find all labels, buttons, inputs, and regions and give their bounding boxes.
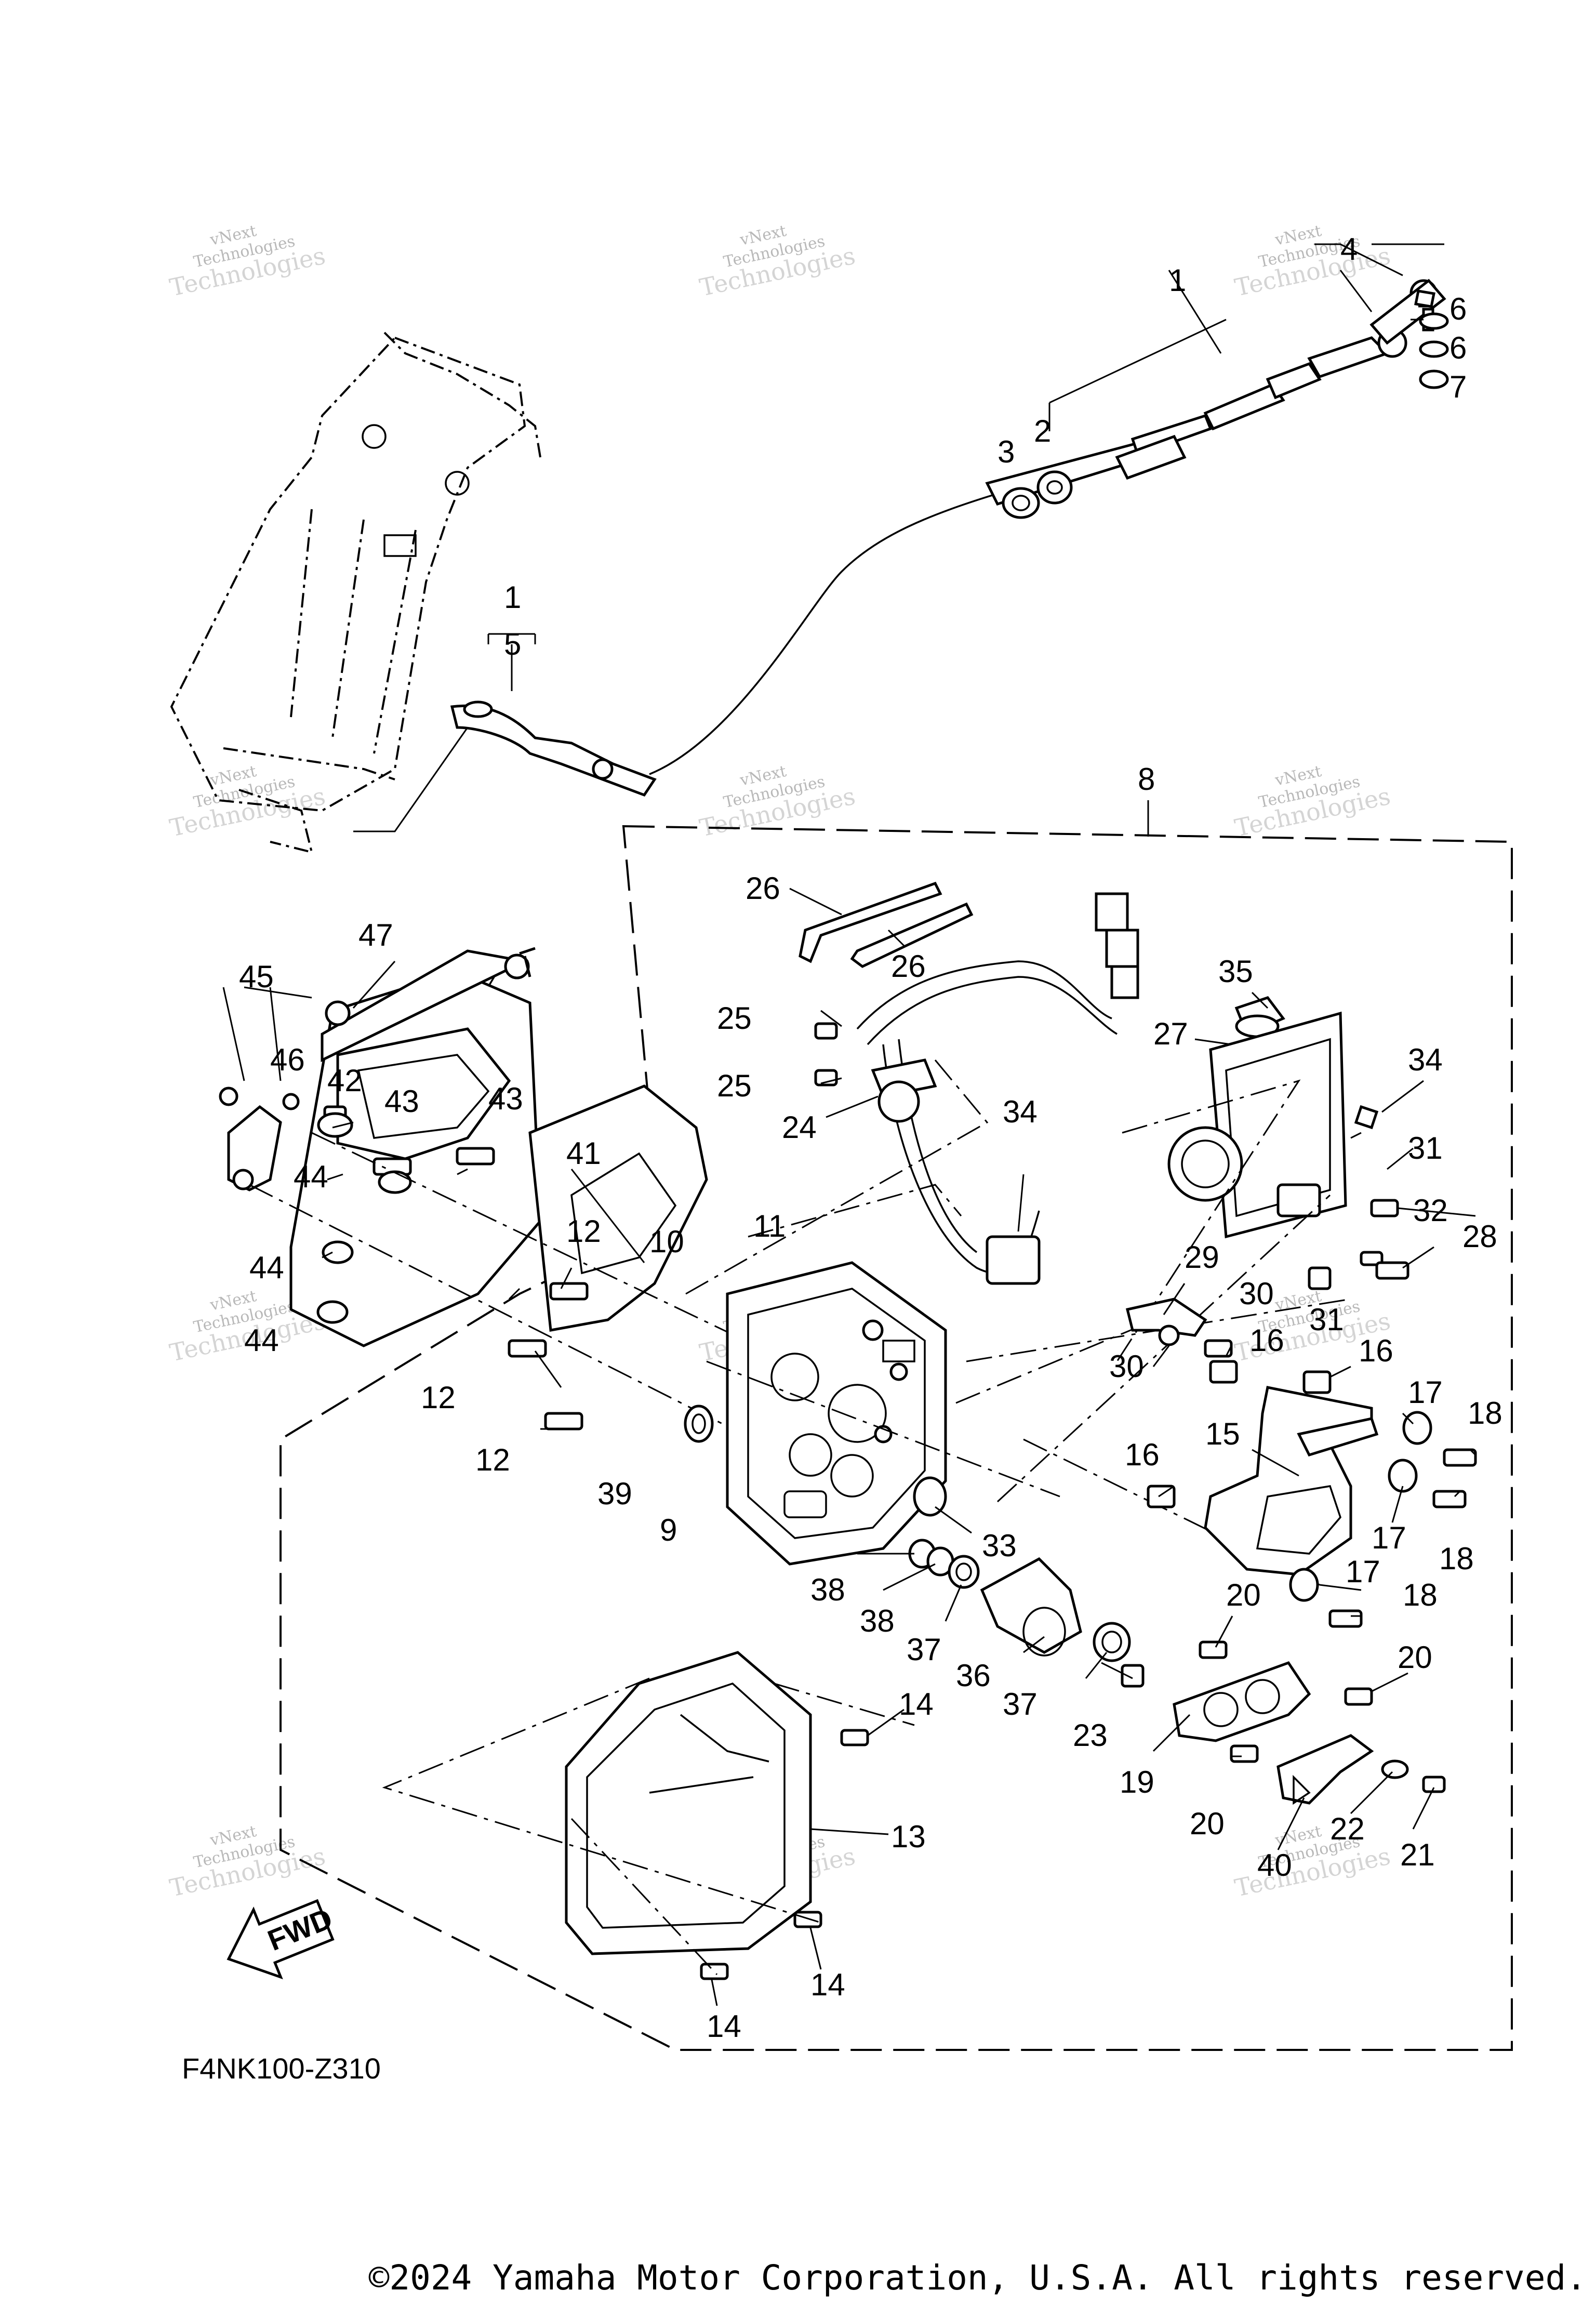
assembly-boundary	[280, 825, 1513, 2051]
callout: 33	[982, 1528, 1017, 1563]
watermark: vNext Technologies Technologies	[1232, 762, 1393, 842]
callout: 40	[1257, 1848, 1292, 1883]
callout: 17	[1372, 1520, 1406, 1555]
callout: 42	[327, 1063, 362, 1098]
middle-leader-lines	[685, 888, 1424, 1586]
callout: 16	[1249, 1323, 1284, 1358]
upper-leader-lines	[353, 243, 1444, 832]
callout: 37	[1003, 1687, 1038, 1722]
callout: 16	[1359, 1333, 1393, 1368]
callout: 27	[1153, 1016, 1188, 1051]
right-leader-lines	[857, 1132, 1477, 1850]
callout: 44	[249, 1250, 284, 1285]
callout: 15	[1205, 1416, 1240, 1451]
gear-group	[684, 1405, 1145, 1688]
bracket-group	[219, 947, 708, 1431]
housing	[726, 1261, 947, 1566]
callout: 31	[1309, 1302, 1344, 1337]
callout: 43	[488, 1081, 523, 1116]
callout: 11	[753, 1209, 786, 1243]
callout: 22	[1330, 1811, 1365, 1846]
callout: 46	[270, 1042, 305, 1077]
callout: 26	[891, 949, 926, 984]
callout: 30	[1109, 1349, 1144, 1384]
callout: 12	[475, 1442, 510, 1477]
callout: 38	[860, 1604, 895, 1638]
callout: 23	[1073, 1718, 1108, 1753]
callout: 29	[1185, 1240, 1219, 1275]
callout: 6	[1449, 330, 1467, 365]
watermark: vNext Technologies Technologies	[167, 222, 328, 302]
forward-arrow: FWD	[227, 1899, 337, 1980]
callout: 37	[907, 1632, 941, 1667]
watermark: vNext Technologies Technologies	[167, 762, 328, 842]
drawing-code: F4NK100-Z310	[182, 2052, 381, 2085]
callout: 3	[998, 434, 1015, 469]
watermark: vNext Technologies Technologies	[1232, 222, 1393, 302]
callout: 12	[566, 1214, 601, 1249]
callout: 39	[597, 1476, 632, 1511]
callout: 7	[1449, 369, 1467, 404]
callout: 19	[1120, 1765, 1154, 1799]
callout: 20	[1226, 1578, 1261, 1612]
callout: 2	[1034, 414, 1051, 448]
steering-column-phantom	[170, 332, 541, 854]
callout: 45	[239, 959, 274, 994]
callout: 14	[899, 1687, 934, 1722]
callout: 10	[649, 1224, 684, 1259]
callout: 1	[1169, 263, 1186, 298]
callout: 16	[1125, 1437, 1160, 1472]
callout: 17	[1408, 1375, 1443, 1410]
callout: 41	[566, 1136, 601, 1171]
callout: 25	[717, 1068, 752, 1103]
callout: 18	[1439, 1541, 1474, 1576]
callout: 43	[384, 1084, 419, 1119]
callout: 4	[1340, 232, 1358, 267]
steering-cable	[450, 279, 1446, 797]
callout: 25	[717, 1001, 752, 1036]
callout: 32	[1413, 1193, 1448, 1228]
watermark: vNext Technologies Technologies	[167, 1822, 328, 1902]
callout: 34	[1408, 1042, 1443, 1077]
callout: 13	[891, 1819, 926, 1854]
callout: 26	[746, 871, 780, 906]
callout: 6	[1449, 292, 1467, 326]
callout: 28	[1462, 1219, 1497, 1254]
callout: 14	[707, 2009, 741, 2044]
callout: 38	[810, 1572, 845, 1607]
callout: 47	[358, 918, 393, 952]
callout: 36	[956, 1658, 991, 1693]
watermark: vNext Technologies Technologies	[697, 222, 858, 302]
callouts: 1 2 3 4 6 6 7 1 5 8 26 26 25 25 24 34 35…	[239, 232, 1502, 2044]
callout: 44	[244, 1323, 279, 1358]
callout: 30	[1239, 1276, 1274, 1311]
right-bracket-group	[1125, 1199, 1477, 1805]
callout: 35	[1218, 954, 1253, 989]
callout: 31	[1408, 1131, 1443, 1166]
callout: 21	[1400, 1837, 1435, 1872]
callout: 34	[1003, 1094, 1038, 1129]
copyright-notice: ©2024 Yamaha Motor Corporation, U.S.A. A…	[368, 2258, 1587, 2298]
callout: 20	[1190, 1806, 1225, 1841]
cable-hardware	[1002, 312, 1449, 519]
callout: 1	[504, 580, 521, 615]
callout: 18	[1468, 1396, 1502, 1431]
callout: 24	[782, 1110, 817, 1145]
callout: 9	[660, 1513, 677, 1547]
callout: 12	[421, 1380, 456, 1415]
callout: 17	[1346, 1554, 1380, 1589]
callout: 20	[1398, 1640, 1432, 1675]
callout: 44	[294, 1159, 328, 1194]
watermark: vNext Technologies Technologies	[1232, 1822, 1393, 1902]
callout: 5	[504, 627, 521, 661]
harness-group	[799, 881, 1379, 1285]
cover	[382, 1651, 915, 2006]
callout: 18	[1403, 1578, 1438, 1612]
callout: 8	[1138, 762, 1155, 797]
callout: 14	[810, 1967, 845, 2002]
